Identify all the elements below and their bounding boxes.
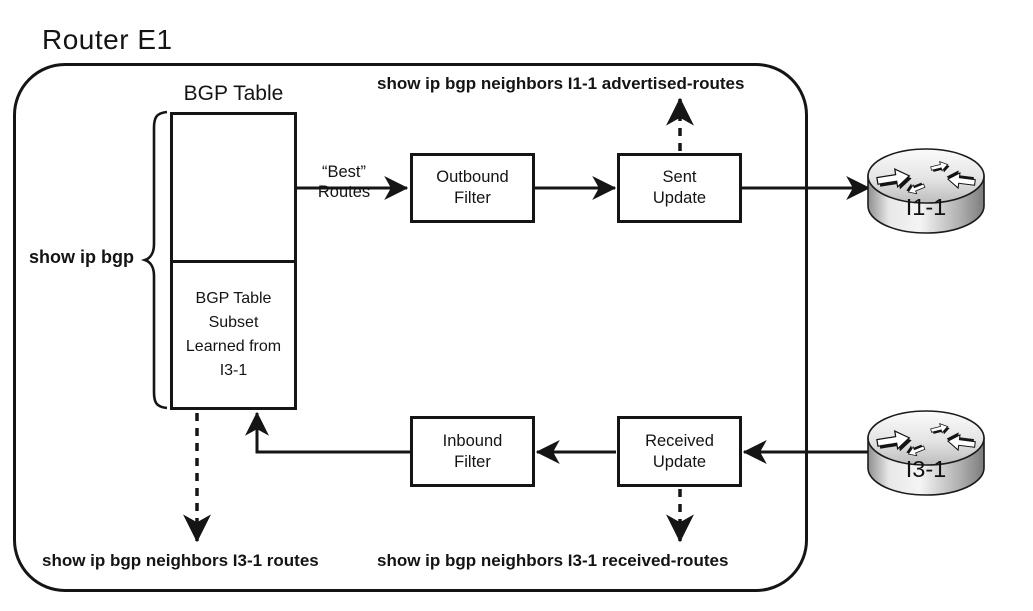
- show-ip-bgp-label: show ip bgp: [29, 247, 134, 267]
- command-received-routes: show ip bgp neighbors I3-1 received-rout…: [377, 551, 729, 570]
- command-neighbor-routes: show ip bgp neighbors I3-1 routes: [42, 551, 319, 570]
- sent-update-box: Sent Update: [617, 153, 742, 223]
- bgp-table-box: BGP Table Subset Learned from I3-1: [170, 112, 297, 410]
- diagram-title: Router E1: [42, 24, 173, 55]
- bgp-table-divider: [173, 260, 294, 263]
- bgp-table-subset-label: BGP Table Subset Learned from I3-1: [185, 290, 282, 379]
- router-cylinder: [867, 410, 985, 496]
- show-ip-bgp-brace: [140, 110, 168, 410]
- command-advertised-routes: show ip bgp neighbors I1-1 advertised-ro…: [377, 74, 745, 93]
- inbound-filter-box: Inbound Filter: [410, 416, 535, 487]
- bgp-table-heading: BGP Table: [183, 82, 284, 105]
- best-routes-label: “Best” Routes: [317, 163, 371, 201]
- router-icon-i1-1: I1-1: [866, 146, 986, 238]
- outbound-filter-box: Outbound Filter: [410, 153, 535, 223]
- router-label-i3-1: I3-1: [905, 456, 947, 482]
- router-e1-boundary: [13, 63, 808, 592]
- router-label-i1-1: I1-1: [905, 194, 947, 220]
- received-update-box: Received Update: [617, 416, 742, 487]
- arrow-inbound-to-bgp-table: [245, 411, 410, 454]
- router-cylinder: [867, 148, 985, 234]
- router-icon-i3-1: I3-1: [866, 408, 986, 500]
